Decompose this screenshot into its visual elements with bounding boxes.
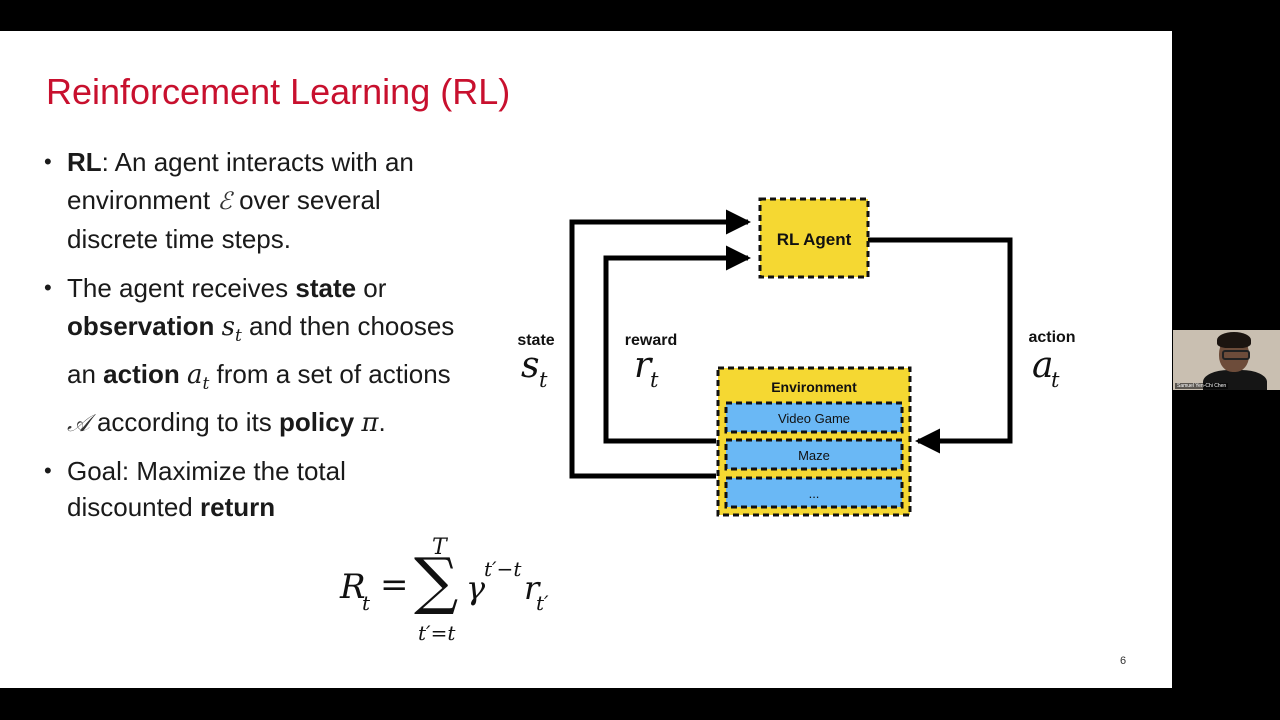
policy-symbol: π (361, 408, 379, 439)
action-symbol: a (1032, 345, 1053, 386)
state-variable: s (221, 312, 235, 342)
env-item-more: ... (809, 486, 820, 501)
sum-symbol: ∑ (414, 544, 459, 617)
webcam-thumbnail[interactable]: Samuel Yen-Chi Chen (1173, 330, 1280, 390)
state-arrow (569, 209, 751, 479)
rl-loop-diagram: RL Agent Environment Video Game Maze ...… (517, 197, 1076, 517)
reward-symbol: r (634, 345, 653, 386)
reward-arrow (603, 245, 751, 444)
reward-label: reward (625, 332, 677, 349)
state-label: state (517, 332, 554, 349)
env-item-video-game: Video Game (778, 411, 850, 426)
state-symbol: s (521, 345, 539, 386)
page-number: 6 (1120, 655, 1127, 667)
participant-name: Samuel Yen-Chi Chen (1175, 383, 1229, 389)
action-variable: a (186, 360, 203, 391)
agent-label: RL Agent (777, 230, 852, 249)
bullet-rl-definition: RL: An agent interacts with an environme… (44, 143, 474, 258)
env-item-box (724, 476, 904, 509)
action-arrow (868, 237, 1013, 454)
state-subscript: t (539, 368, 548, 392)
environment-label: Environment (771, 379, 857, 395)
return-formula: R t = T ∑ t′=t γ t′−t r t′ (340, 535, 549, 645)
slide-title: Reinforcement Learning (RL) (46, 71, 511, 112)
env-item-box (724, 438, 904, 471)
environment-symbol: ℰ (217, 187, 232, 215)
env-item-maze: Maze (798, 448, 830, 463)
action-label: action (1028, 329, 1075, 346)
reward-subscript: t (650, 368, 659, 392)
env-item-box (724, 401, 904, 434)
action-subscript: t (1051, 368, 1060, 392)
agent-box (758, 197, 870, 279)
action-set-symbol: 𝒜 (67, 409, 90, 438)
bullet-agent-receives: The agent receives state or observation … (44, 269, 474, 442)
bullet-list: RL: An agent interacts with an environme… (44, 143, 474, 536)
bullet-goal: Goal: Maximize the total discounted retu… (44, 453, 474, 525)
slide: Reinforcement Learning (RL) RL: An agent… (0, 31, 1172, 688)
